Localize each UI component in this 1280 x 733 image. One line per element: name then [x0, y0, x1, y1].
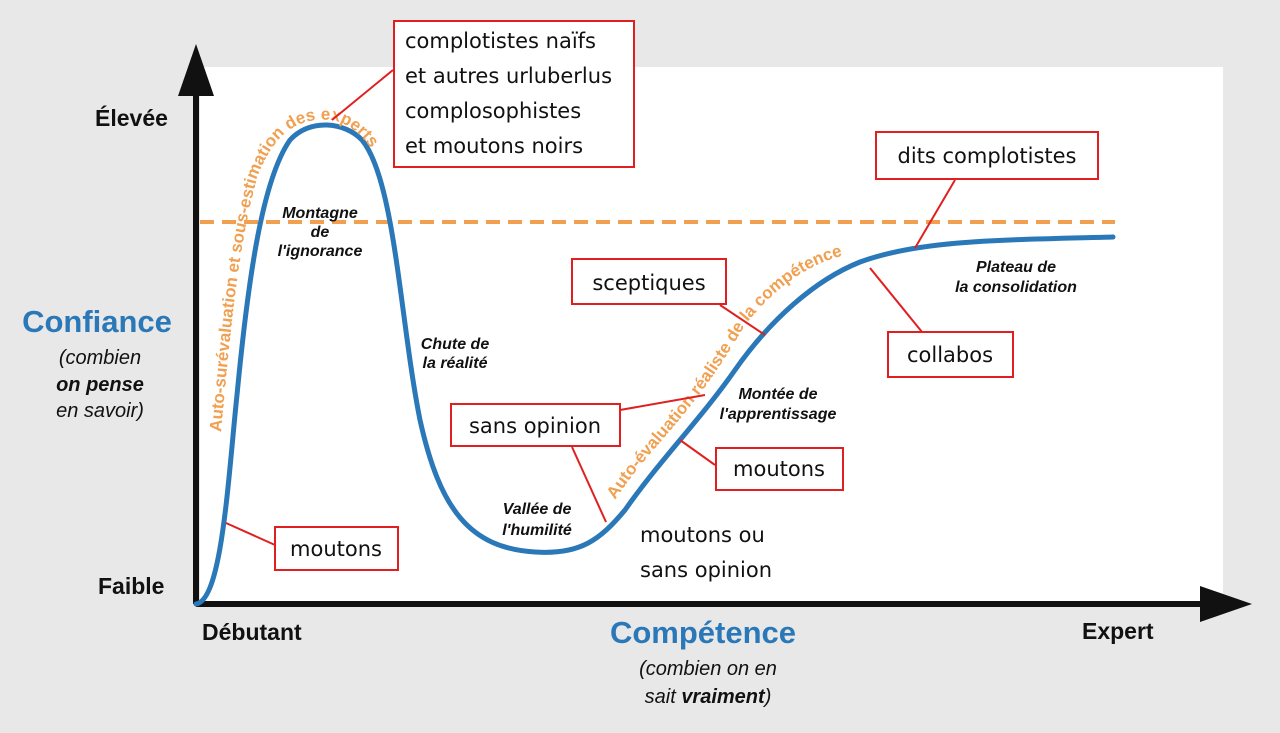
- x-axis-title: Compétence: [610, 615, 796, 650]
- y-axis-low-label: Faible: [98, 573, 164, 599]
- y-axis-subtitle-3: en savoir): [56, 400, 144, 422]
- svg-text:la consolidation: la consolidation: [955, 279, 1077, 296]
- svg-text:Plateau de: Plateau de: [976, 259, 1056, 276]
- svg-text:sans opinion: sans opinion: [469, 414, 601, 438]
- y-axis-high-label: Élevée: [95, 104, 168, 131]
- x-axis-subtitle-2: sait vraiment): [645, 686, 772, 708]
- svg-text:l'humilité: l'humilité: [502, 522, 572, 539]
- box-moutons-mid: moutons: [715, 447, 844, 491]
- svg-text:collabos: collabos: [907, 343, 993, 367]
- stage-climb-label: Montée de l'apprentissage: [720, 386, 837, 423]
- svg-text:sans opinion: sans opinion: [640, 558, 772, 582]
- svg-text:et autres urluberlus: et autres urluberlus: [405, 64, 612, 88]
- stage-plateau-label: Plateau de la consolidation: [955, 259, 1077, 296]
- y-axis-subtitle-1: (combien: [59, 347, 141, 369]
- x-axis-end-label: Expert: [1082, 618, 1154, 644]
- svg-text:Montée de: Montée de: [738, 386, 817, 403]
- svg-text:de: de: [311, 224, 330, 241]
- box-dits-complotistes: dits complotistes: [875, 131, 1099, 180]
- x-axis-subtitle-1: (combien on en: [639, 658, 777, 680]
- svg-text:la réalité: la réalité: [423, 355, 488, 372]
- svg-text:moutons ou: moutons ou: [640, 523, 765, 547]
- svg-text:et moutons noirs: et moutons noirs: [405, 134, 583, 158]
- svg-text:moutons: moutons: [290, 537, 382, 561]
- svg-text:complosophistes: complosophistes: [405, 99, 581, 123]
- svg-text:l'ignorance: l'ignorance: [278, 243, 363, 260]
- x-axis: [196, 586, 1252, 622]
- box-collabos: collabos: [887, 331, 1014, 378]
- svg-text:moutons: moutons: [733, 457, 825, 481]
- box-sceptiques: sceptiques: [571, 258, 727, 305]
- stage-mountain-label: Montagne de l'ignorance: [278, 205, 363, 260]
- y-axis: [178, 44, 214, 604]
- y-axis-title: Confiance: [22, 304, 172, 339]
- svg-text:complotistes naïfs: complotistes naïfs: [405, 29, 596, 53]
- svg-text:Chute de: Chute de: [421, 336, 490, 353]
- connector-lines: [225, 69, 956, 546]
- svg-text:dits complotistes: dits complotistes: [898, 144, 1077, 168]
- box-moutons-left: moutons: [274, 526, 399, 571]
- svg-text:l'apprentissage: l'apprentissage: [720, 406, 837, 423]
- free-text-moutons-ou-sans-opinion: moutons ou sans opinion: [640, 523, 772, 582]
- box-sans-opinion: sans opinion: [450, 403, 621, 447]
- svg-text:Vallée de: Vallée de: [503, 501, 572, 518]
- svg-text:sceptiques: sceptiques: [592, 271, 705, 295]
- svg-text:Montagne: Montagne: [282, 205, 358, 222]
- box-naive-conspiracists: complotistes naïfs et autres urluberlus …: [393, 20, 635, 168]
- x-axis-start-label: Débutant: [202, 619, 302, 645]
- y-axis-subtitle-2: on pense: [56, 374, 144, 396]
- confidence-curve: [193, 122, 1116, 607]
- stage-valley-label: Vallée de l'humilité: [502, 501, 572, 539]
- stage-fall-label: Chute de la réalité: [421, 336, 490, 372]
